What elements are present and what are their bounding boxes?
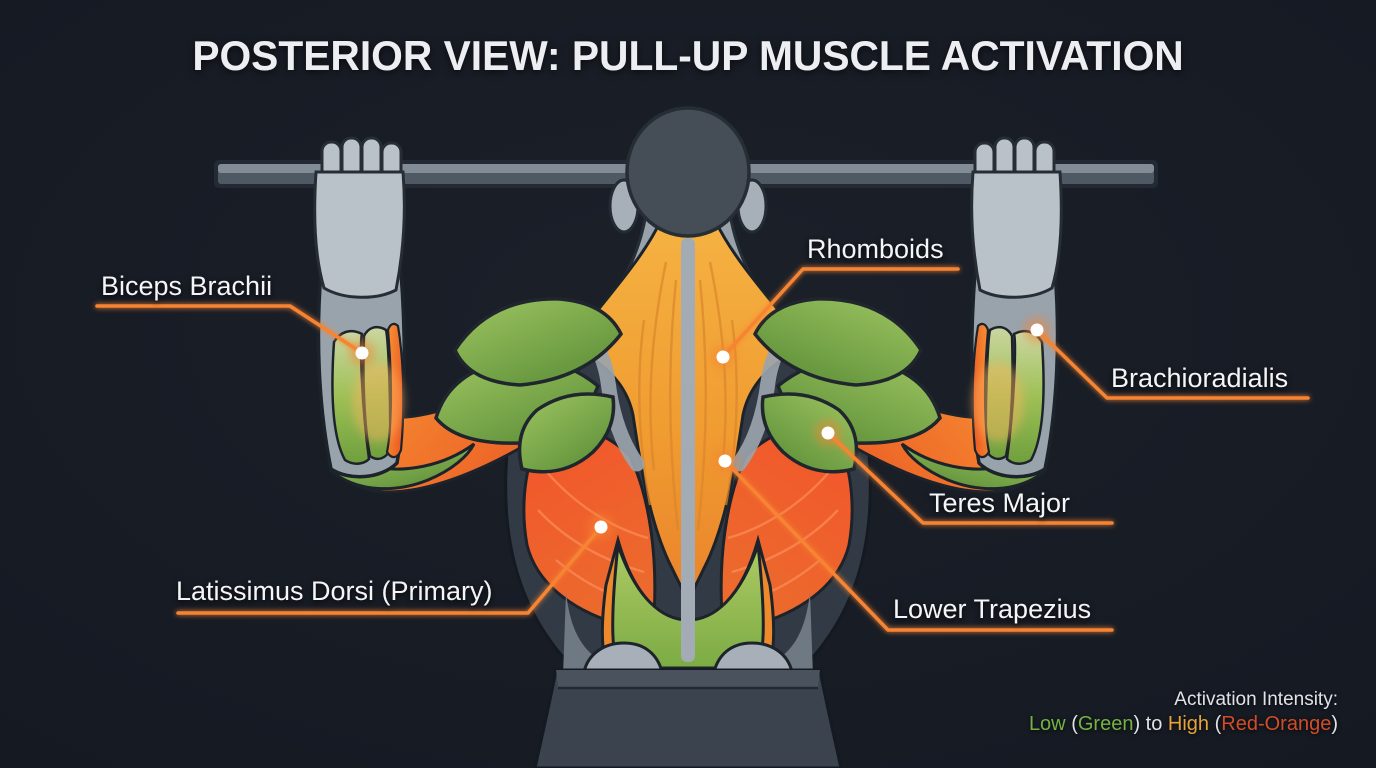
leader-lower-trapezius [723, 459, 1114, 632]
hand-grip [313, 136, 406, 299]
hips-and-shorts [533, 592, 843, 768]
label-brachioradialis: Brachioradialis [1111, 363, 1289, 393]
marker-dot-biceps-brachii [355, 346, 369, 360]
label-rhomboids: Rhomboids [807, 234, 944, 264]
marker-halos [349, 317, 1050, 540]
head [608, 106, 768, 238]
label-lower-trapezius: Lower Trapezius [893, 594, 1092, 624]
label-teres-major: Teres Major [929, 488, 1071, 518]
marker-dot-lower-trapezius [718, 454, 732, 468]
legend-seg-low: Low [1028, 712, 1066, 735]
marker-dot-brachioradialis [1030, 323, 1044, 337]
glute-right [712, 641, 794, 674]
leader-biceps-brachii [95, 304, 364, 355]
legend-seg-high: High [1167, 712, 1210, 735]
legend-scale: Low (Green) to High (Red-Orange) [1029, 712, 1338, 737]
leader-brachioradialis [1035, 328, 1310, 400]
leader-teres-major [826, 431, 1114, 525]
leader-lines [95, 267, 1310, 632]
legend-seg-red-orange: Red-Orange [1221, 712, 1332, 735]
deltoid-left [434, 297, 624, 474]
marker-dot-rhomboids [716, 350, 730, 364]
legend-heading: Activation Intensity: [1174, 689, 1338, 710]
skull [625, 106, 751, 238]
legend-seg-paren2: ( [1209, 712, 1222, 735]
label-biceps-brachii: Biceps Brachii [101, 271, 273, 301]
page-title: POSTERIOR VIEW: PULL-UP MUSCLE ACTIVATIO… [192, 32, 1184, 79]
legend-seg-paren3: ) [1331, 712, 1338, 735]
marker-dot-latissimus-dorsi [594, 520, 608, 534]
leader-latissimus-dorsi [176, 525, 603, 615]
legend-seg-paren1: ( [1065, 712, 1078, 735]
legend-seg-green: Green [1077, 712, 1134, 735]
legend-seg-to: ) to [1133, 712, 1168, 735]
marker-dots [355, 323, 1044, 534]
shorts [533, 668, 843, 768]
activation-legend: Activation Intensity: Low (Green) to Hig… [1029, 688, 1338, 737]
label-latissimus-dorsi: Latissimus Dorsi (Primary) [176, 576, 493, 606]
marker-dot-teres-major [821, 426, 835, 440]
glute-left [582, 641, 664, 674]
spine-strip [681, 238, 695, 662]
shorts-waistband [556, 670, 820, 687]
leader-rhomboids [721, 267, 960, 359]
